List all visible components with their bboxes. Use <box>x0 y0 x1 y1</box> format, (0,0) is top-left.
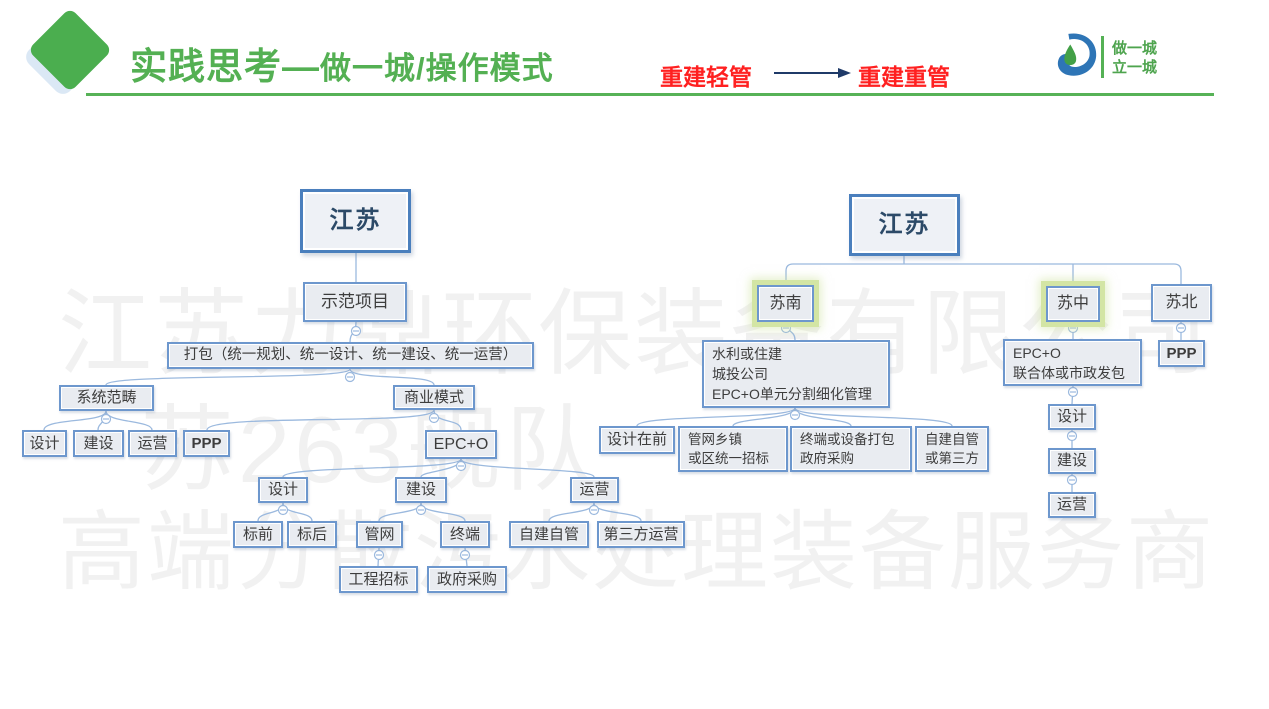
node-design-1: 设计 <box>22 430 67 457</box>
page-title: 实践思考—做一城/操作模式 <box>130 36 554 90</box>
node-sunan: 苏南 <box>757 285 814 322</box>
terminal-package-line1: 终端或设备打包 <box>800 432 895 447</box>
page-title-main: 实践思考— <box>130 46 320 87</box>
node-third-party-operate: 第三方运营 <box>597 521 685 548</box>
node-sunan-detail: 水利或住建 城投公司 EPC+O单元分割细化管理 <box>702 340 890 408</box>
right-arrow-icon <box>774 68 851 78</box>
node-project-tender: 工程招标 <box>339 566 418 593</box>
node-post-bid: 标后 <box>287 521 337 548</box>
suzhong-detail-line1: EPC+O <box>1013 344 1061 361</box>
logo-slogan-line1: 做一城 <box>1112 40 1158 57</box>
self-or-third-line1: 自建自管 <box>925 432 979 447</box>
right-tree-branches <box>636 256 1182 492</box>
node-suzhong: 苏中 <box>1046 286 1100 322</box>
node-operate-2: 运营 <box>570 477 619 503</box>
node-package: 打包（统一规划、统一设计、统一建设、统一运营） <box>167 342 534 369</box>
right-root-node: 江苏 <box>849 194 960 256</box>
node-operate-1: 运营 <box>128 430 177 457</box>
node-operate-mid: 运营 <box>1048 492 1096 518</box>
node-design-2: 设计 <box>258 477 308 503</box>
node-build-1: 建设 <box>73 430 124 457</box>
sunan-detail-line1: 水利或住建 <box>712 346 782 362</box>
suzhong-detail-line2: 联合体或市政发包 <box>1013 364 1125 381</box>
node-ppp-right: PPP <box>1158 340 1205 367</box>
logo-divider <box>1101 36 1104 78</box>
watermark-slogan: 高端分散污水处理装备服务商 <box>58 504 1215 601</box>
node-pipe-township: 管网乡镇 或区统一招标 <box>678 426 788 472</box>
node-ppp-left: PPP <box>183 430 230 457</box>
left-tree-branches <box>43 253 642 567</box>
pipe-township-line2: 或区统一招标 <box>688 451 769 466</box>
self-or-third-line2: 或第三方 <box>925 451 979 466</box>
node-pipeline: 管网 <box>356 521 403 548</box>
page-title-sub: 做一城/操作模式 <box>320 51 554 86</box>
pipe-township-line1: 管网乡镇 <box>688 432 742 447</box>
node-self-build-operate: 自建自管 <box>509 521 589 548</box>
node-design-mid: 设计 <box>1048 404 1096 430</box>
node-system-scope: 系统范畴 <box>59 385 154 411</box>
sunan-detail-line2: 城投公司 <box>712 366 768 382</box>
node-suzhong-detail: EPC+O 联合体或市政发包 <box>1003 339 1142 386</box>
sunan-detail-line3: EPC+O单元分割细化管理 <box>712 386 872 402</box>
node-epco-left: EPC+O <box>425 430 497 459</box>
node-self-or-third: 自建自管 或第三方 <box>915 426 989 472</box>
collapse-icons <box>100 322 1187 561</box>
annotation-to: 重建重管 <box>858 64 950 90</box>
node-terminal-package: 终端或设备打包 政府采购 <box>790 426 912 472</box>
logo-slogan-line2: 立一城 <box>1112 59 1158 76</box>
header-underline <box>86 93 1214 96</box>
node-design-first: 设计在前 <box>599 426 675 454</box>
left-root-node: 江苏 <box>300 189 411 253</box>
node-pre-bid: 标前 <box>233 521 283 548</box>
terminal-package-line2: 政府采购 <box>800 451 854 466</box>
node-build-2: 建设 <box>395 477 447 503</box>
node-demo-project: 示范项目 <box>303 282 407 322</box>
logo-slogan: 做一城 立一城 <box>1112 39 1157 77</box>
node-gov-procurement: 政府采购 <box>427 566 507 593</box>
node-business-model: 商业模式 <box>393 385 475 410</box>
company-logo-icon <box>1057 33 1097 76</box>
node-terminal: 终端 <box>440 521 490 548</box>
node-build-mid: 建设 <box>1048 448 1096 474</box>
annotation-from: 重建轻管 <box>660 64 752 90</box>
node-subei: 苏北 <box>1151 284 1212 322</box>
